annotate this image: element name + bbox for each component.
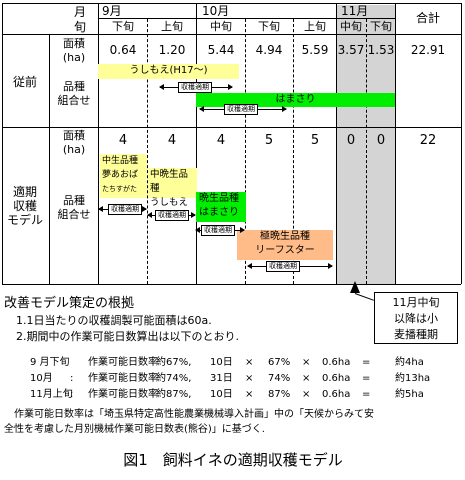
late-variety-box: 晩生品種 はまさり [196,192,246,222]
callout-line-2: 以降は小 [394,312,438,325]
very-late-variety-name: リーフスター [255,245,315,256]
total-label: 合計 [415,11,441,25]
prop-period-label-3: 収穫適期 [201,225,235,236]
prop-area-2: 4 [167,133,177,148]
late-variety-name: はまさり [199,207,239,218]
sep-nov2-nov3 [366,19,367,284]
label-divider [49,35,50,284]
late-november-shade [336,5,395,284]
mid-variety-box: 中生品種 夢あおば たちすがた [100,154,147,198]
callout-line-1: 11月中旬 [392,296,440,309]
prop-area-5: 5 [310,133,320,148]
bottom-border [2,284,461,285]
proposed-group-label-2: 収穫 [12,199,38,213]
prop-period-label-2: 収穫適期 [155,210,189,221]
month-oct: 10月 [202,4,230,18]
calc-row-oct: 10月 : 作業可能日数率 約74%, 31日 × 74% × 0.6ha = … [30,373,431,384]
period-col-3: 中旬 [210,20,232,33]
notes-heading: 改善モデル策定の根拠 [4,296,135,311]
calc-row-nov: 11月上旬 : 作業可能日数率 約87%, 10日 × 87% × 0.6ha … [30,389,424,400]
conventional-group-label: 従前 [12,75,38,89]
notes-item-1: 1.1日当たりの収穫調製可能面積は60a. [16,314,212,327]
conv-area-2: 1.20 [158,43,186,57]
right-border [461,3,462,284]
header-separator [2,34,461,35]
callout-line-3: 麦播種期 [394,328,438,341]
conv-ushimoe-period-label: 収穫適期 [178,82,212,93]
month-nov: 11月 [341,4,369,18]
prop-area-4: 5 [264,133,274,148]
proposed-group-label-3: モデル [6,213,44,227]
oct-start [196,3,197,284]
conv-area-3: 5.44 [207,43,235,57]
source-line-2: 全性を考慮した月別機械作業可能日数表(熊谷)」に基づく. [4,424,265,435]
prop-total: 22 [419,133,437,148]
sep-oct2-oct3 [293,19,294,284]
very-late-variety-title: 極晩生品種 [260,231,310,242]
conv-area-5: 5.59 [301,43,329,57]
calc-row-sep: 9 月下旬 作業可能日数率 約67%, 10日 × 67% × 0.6ha = … [30,357,424,368]
conv-area-label-2: (ha) [62,51,86,64]
period-col-4: 下旬 [258,20,280,33]
conv-combo-label-1: 品種 [63,80,85,93]
month-label: 月 [73,5,87,19]
notes-item-2: 2.期間中の作業可能日数算出は以下のとおり. [16,330,239,343]
proposed-group-label-1: 適期 [12,185,38,199]
prop-period-label-1: 収穫適期 [108,204,142,215]
period-col-1: 下旬 [112,20,134,33]
prop-combo-label-2: 組合せ [57,208,91,221]
prop-area-7: 0 [376,133,386,148]
prop-area-label-2: (ha) [62,143,86,156]
mid-variety-title: 中生品種 [102,156,139,166]
prop-area-label-1: 面積 [63,129,85,142]
left-border [2,3,3,284]
mid-late-variety-title: 中晩生品種 [150,169,189,194]
conv-total: 22.91 [410,43,446,57]
mid-variety-name-2: たちすがた [102,185,137,193]
conv-hamasari-period-label: 収穫適期 [224,104,258,115]
hamasari-bar: はまさり [196,93,395,107]
prop-period-label-4: 収穫適期 [266,261,300,272]
conv-area-label-1: 面積 [63,37,85,50]
top-border [2,3,461,4]
sep-sep-oct1 [147,19,148,284]
source-line-1: 作業可能日数率は「埼玉県特定高性能農業機械導入計画」中の「天候からみて安 [14,409,374,420]
ushimoe-bar: うしもえ(H17〜) [98,64,239,79]
timeline-start [98,3,99,284]
figure-caption: 図1 飼料イネの適期収穫モデル [123,451,343,469]
conv-area-1: 0.64 [109,43,137,57]
nov-start [336,3,337,284]
month-underline [98,18,395,19]
callout-connector [354,293,374,301]
prop-area-3: 4 [216,133,226,148]
period-col-6: 中旬 [340,20,362,33]
very-late-variety-box: 極晩生品種 リーフスター [237,230,333,260]
calc-table: 9 月下旬 作業可能日数率 約67%, 10日 × 67% × 0.6ha = … [30,358,460,406]
section-separator [2,127,461,128]
conv-area-7: 1.53 [367,43,395,57]
mid-variety-name-1: 夢あおば [102,170,139,180]
prop-area-1: 4 [118,133,128,148]
late-variety-title: 晩生品種 [199,193,239,204]
jun-label: 旬 [73,20,87,34]
period-col-5: 上旬 [304,20,326,33]
conv-area-6: 3.57 [337,43,365,57]
callout-pointer [350,281,360,293]
prop-combo-label-1: 品種 [63,194,85,207]
period-col-7: 下旬 [370,20,392,33]
prop-area-6: 0 [346,133,356,148]
sep-oct1-oct2 [245,19,246,284]
total-divider [395,3,396,284]
conv-combo-label-2: 組合せ [57,94,91,107]
period-col-2: 上旬 [161,20,183,33]
callout-box: 11月中旬 以降は小 麦播種期 [374,292,458,344]
month-sep: 9月 [102,4,122,18]
conv-area-4: 4.94 [255,43,283,57]
mid-late-variety-name: うしもえ [150,197,189,208]
mid-late-variety-box: 中晩生品種 うしもえ [148,168,197,208]
